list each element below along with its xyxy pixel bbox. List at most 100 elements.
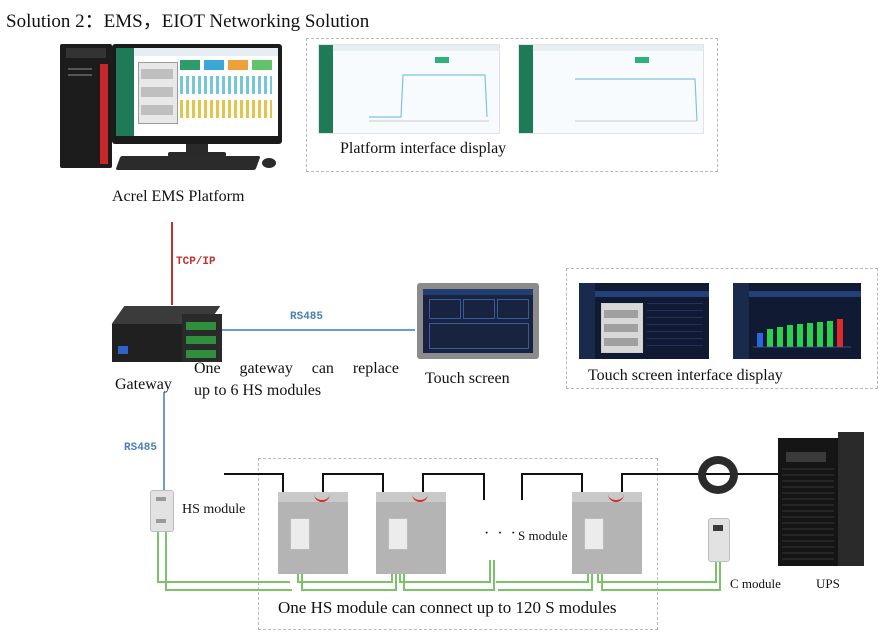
platform-display-frame: [306, 38, 718, 172]
rack-shelf: [604, 338, 638, 346]
status-card: [180, 60, 200, 70]
terminal-block: [186, 336, 216, 344]
screen-sidebar: [319, 45, 333, 133]
gateway-side: [182, 314, 222, 362]
monitor-stand: [186, 144, 208, 154]
touch-screen-display: [423, 289, 533, 353]
platform-line-chart-2: [575, 78, 698, 122]
battery-2: [376, 492, 446, 574]
gateway-note: One gateway can replace up to 6 HS modul…: [194, 358, 399, 402]
platform-label: Acrel EMS Platform: [112, 188, 245, 205]
touch-tabs: [595, 291, 709, 297]
gateway-port: [118, 346, 128, 354]
gateway-note-line2: up to 6 HS modules: [194, 382, 322, 399]
touch-header: [423, 289, 533, 295]
rack-shelf: [141, 69, 173, 79]
battery-top: [376, 492, 446, 502]
gateway-front: [112, 324, 182, 362]
rs485-top-label: RS485: [290, 311, 324, 323]
touch-tabs: [749, 291, 861, 297]
rs485-left-label: RS485: [124, 442, 158, 454]
pc-monitor: [112, 44, 282, 144]
s-module-device: [388, 518, 408, 550]
hs-module-label: HS module: [182, 502, 246, 517]
ups-vents: [782, 468, 834, 560]
monitor-base: [168, 152, 226, 157]
touch-panel: [429, 299, 461, 319]
touch-table: [429, 323, 529, 349]
busbar-right: [422, 473, 485, 500]
ups-front: [778, 438, 838, 566]
ups-cabinet: [778, 432, 864, 566]
touch-sidebar: [579, 283, 595, 359]
ups-panel: [786, 452, 826, 462]
hs-terminal: [156, 519, 166, 523]
s-module-device: [584, 518, 604, 550]
pc-vent: [68, 74, 92, 76]
pc-drive-bay: [66, 48, 106, 58]
platform-line-chart-1: [369, 74, 489, 122]
platform-display-label: Platform interface display: [340, 140, 507, 157]
touch-rack: [601, 303, 643, 353]
platform-sidebar: [116, 48, 134, 136]
s-module-label: S module: [518, 528, 568, 543]
page-title: Solution 2：EMS，EIOT Networking Solution: [6, 11, 370, 32]
platform-screen-1: [318, 44, 500, 134]
status-card: [204, 60, 224, 70]
battery-1: [278, 492, 348, 574]
busbar-mid: [322, 473, 384, 500]
pc-tower: [60, 44, 112, 168]
screen-sidebar: [519, 45, 533, 133]
battery-red-lead: [314, 494, 330, 502]
green-wire-2: [165, 530, 292, 591]
platform-topbar: [134, 48, 278, 56]
battery-body: [278, 502, 348, 574]
pc-vent: [68, 68, 92, 70]
touch-display-frame: [566, 268, 878, 389]
tcpip-label: TCP/IP: [176, 256, 216, 268]
terminal-block: [186, 322, 216, 330]
gateway-note-line1: One gateway can replace: [194, 360, 399, 377]
gateway-label: Gateway: [115, 376, 172, 393]
ups-side: [838, 432, 864, 566]
touch-display-label: Touch screen interface display: [588, 367, 783, 384]
battery-top: [278, 492, 348, 502]
ellipsis-dots: · · ·: [484, 525, 518, 542]
screen-button: [635, 57, 649, 63]
platform-bars-top: [180, 76, 272, 94]
touch-screen-device: [417, 283, 539, 359]
touch-screen-label: Touch screen: [425, 370, 510, 387]
touch-interface-1: [579, 283, 709, 359]
c-module-device: [708, 518, 730, 562]
keyboard: [115, 156, 261, 170]
rack-shelf: [604, 310, 638, 318]
touch-data-rows: [647, 303, 703, 351]
rack-shelf: [141, 87, 173, 97]
battery-3: [572, 492, 642, 574]
battery-top: [572, 492, 642, 502]
rack-shelf: [604, 324, 638, 332]
screen-topbar: [533, 45, 703, 51]
rack-shelf: [141, 105, 173, 115]
touch-interface-2: [733, 283, 861, 359]
c-module-label: C module: [730, 576, 781, 591]
hs-module-device: [150, 490, 174, 532]
s-module-device: [290, 518, 310, 550]
battery-string-frame: [258, 458, 658, 630]
touch-panel: [497, 299, 529, 319]
touch-sidebar: [733, 283, 749, 359]
terminal-block: [186, 350, 216, 358]
bottom-note: One HS module can connect up to 120 S mo…: [278, 598, 617, 617]
touch-bar-chart: [753, 319, 851, 348]
ups-label: UPS: [816, 576, 840, 591]
status-card: [252, 60, 272, 70]
status-card: [228, 60, 248, 70]
platform-screen-2: [518, 44, 704, 134]
screen-topbar: [333, 45, 499, 51]
rack-illustration: [138, 62, 178, 124]
current-sensor: [698, 456, 738, 494]
busbar-left: [224, 473, 284, 500]
screen-button: [435, 57, 449, 63]
battery-red-lead: [412, 494, 428, 502]
platform-bars-bottom: [180, 100, 272, 118]
